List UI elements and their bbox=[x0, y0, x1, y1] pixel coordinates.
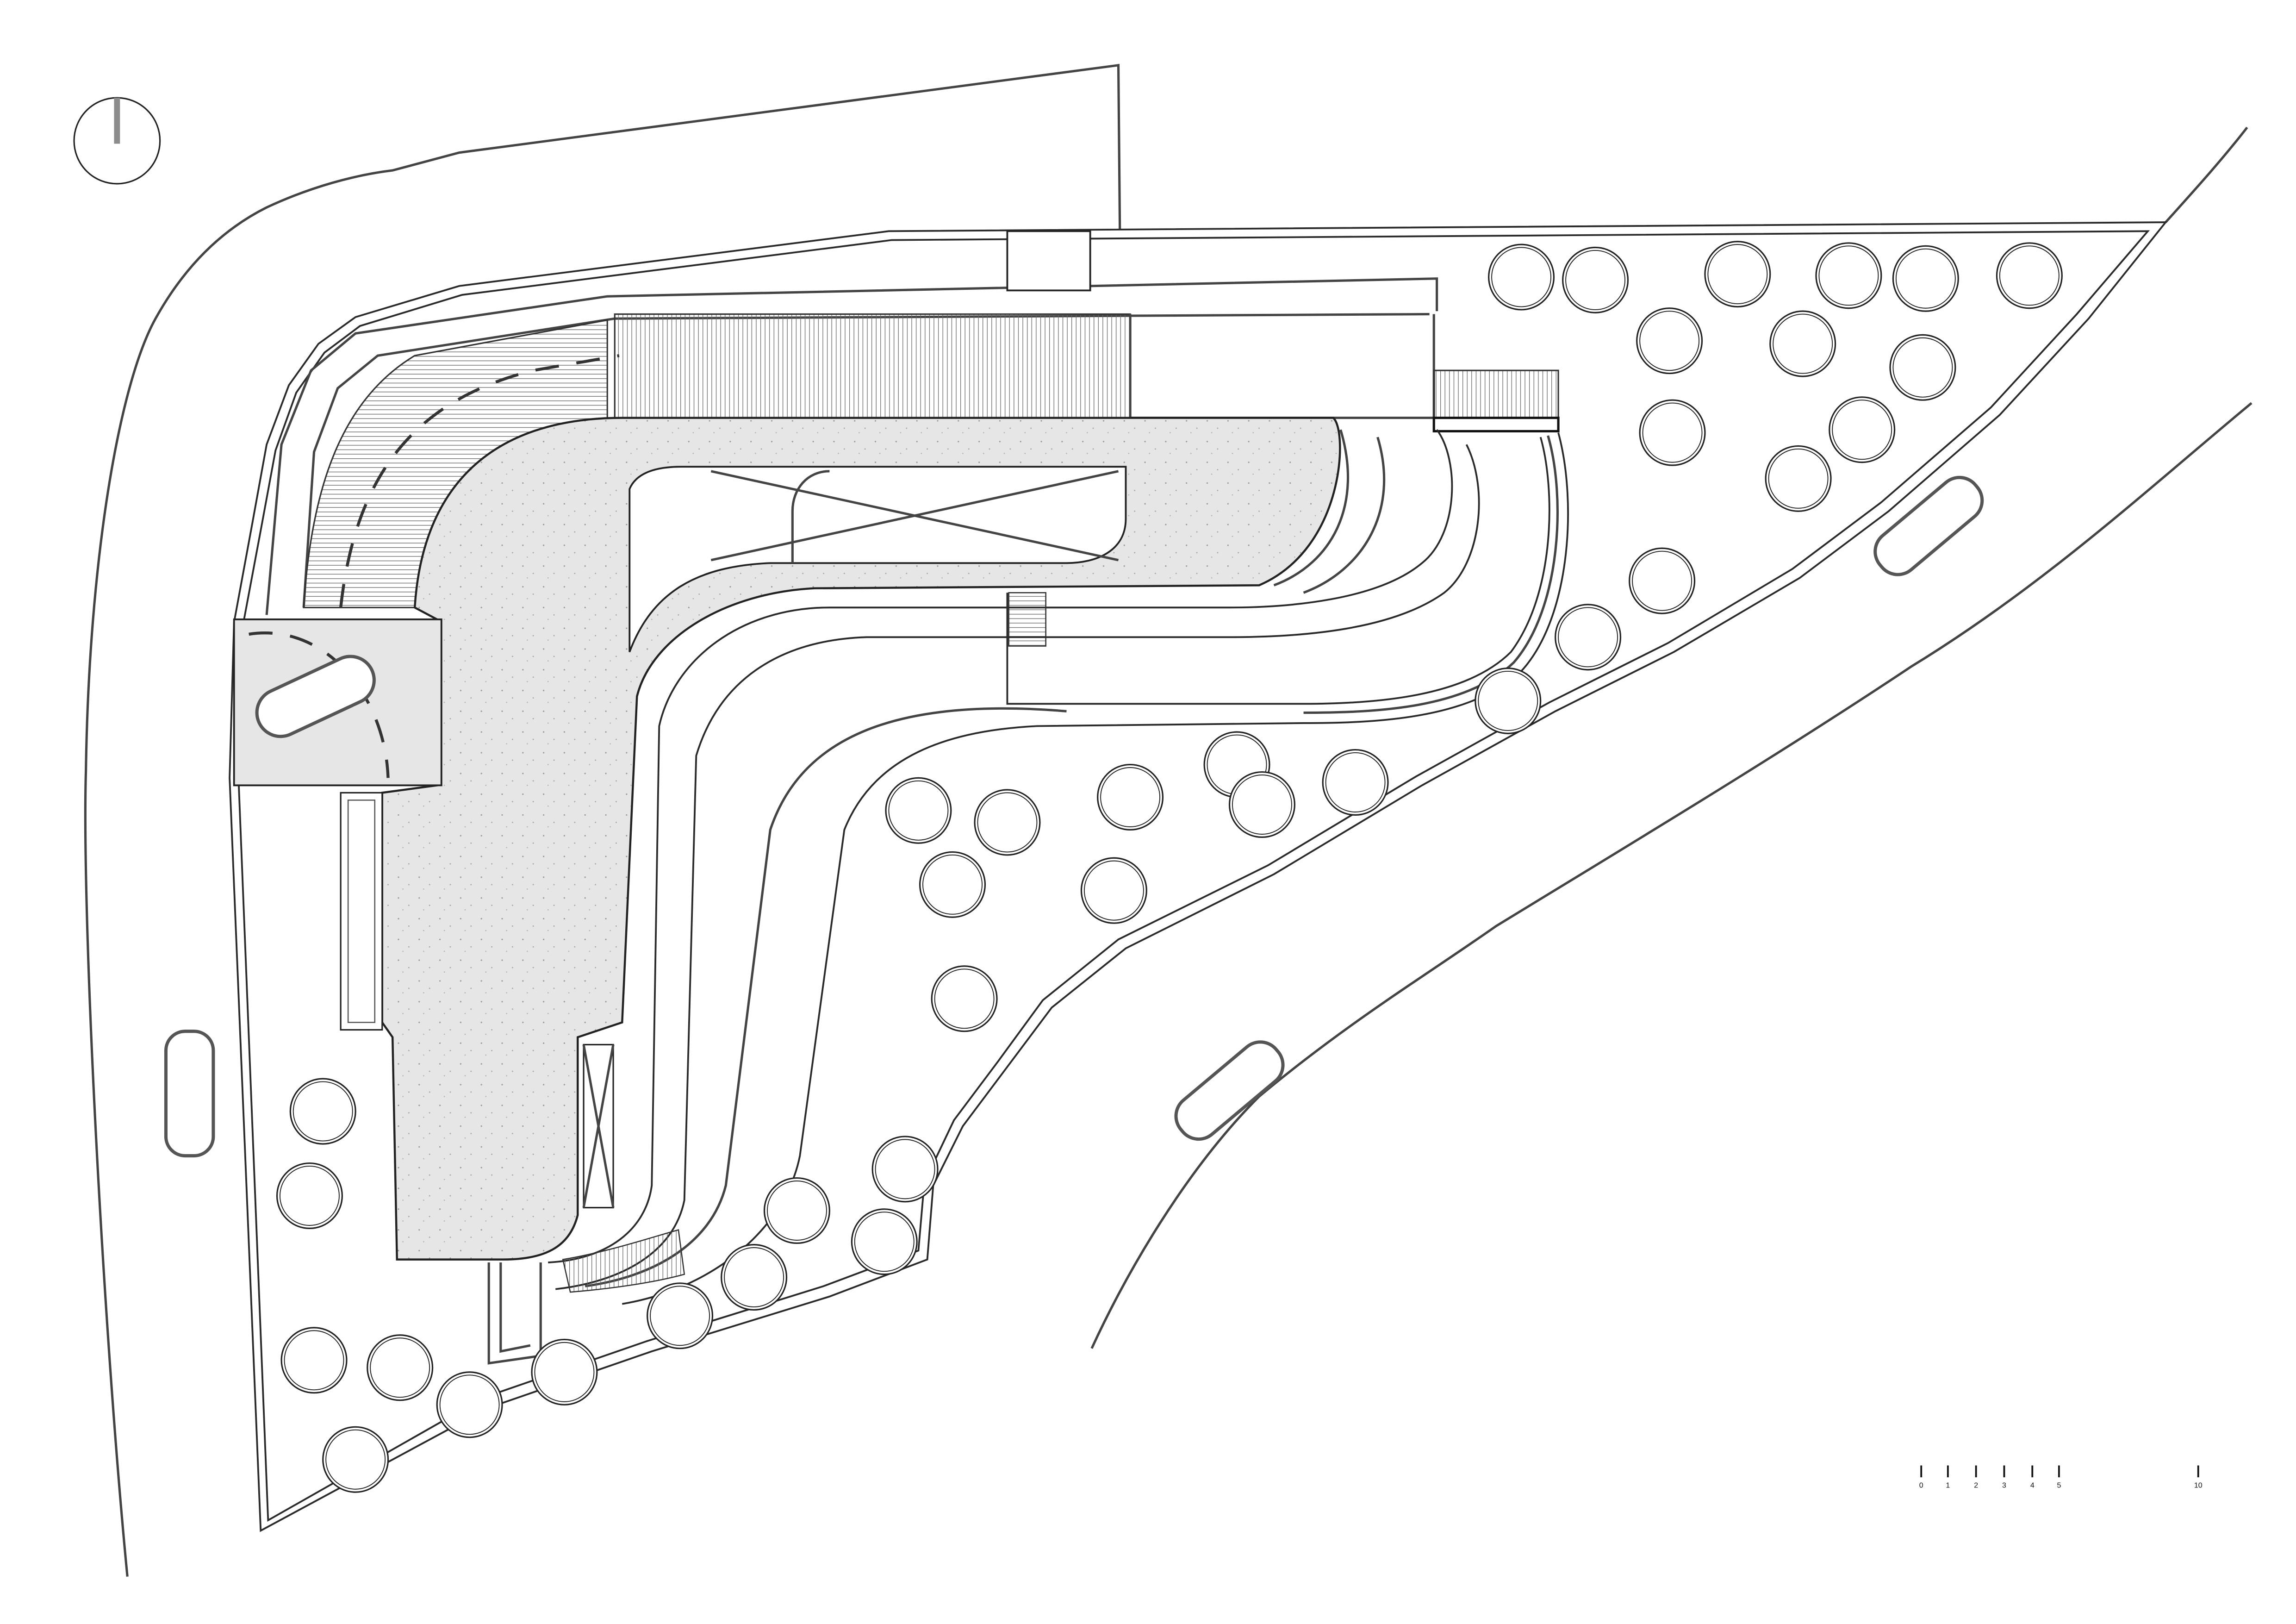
tree-icon bbox=[439, 1374, 500, 1435]
tree-icon bbox=[1555, 604, 1622, 671]
site-boundary bbox=[229, 221, 2168, 1532]
tree-icon bbox=[1996, 242, 2063, 309]
tree-icon bbox=[871, 1136, 939, 1203]
tree-icon bbox=[531, 1338, 598, 1405]
tree-icon bbox=[1639, 399, 1706, 466]
tree-icon bbox=[1080, 857, 1147, 924]
tree-icon bbox=[1707, 244, 1768, 305]
tree-icon bbox=[1892, 245, 1959, 312]
tree-icon bbox=[1895, 248, 1956, 309]
trees bbox=[276, 241, 2063, 1493]
scale-label: 0 bbox=[1919, 1482, 1923, 1490]
tree-icon bbox=[367, 1334, 434, 1401]
tree-icon bbox=[1889, 334, 1956, 401]
street-edges bbox=[84, 63, 2252, 1577]
curved-ramp-walls bbox=[487, 429, 1569, 1365]
tree-icon bbox=[1488, 244, 1555, 311]
tree-icon bbox=[1829, 396, 1896, 463]
scale-label: 10 bbox=[2194, 1482, 2203, 1490]
scale-label: 5 bbox=[2057, 1482, 2061, 1490]
tree-icon bbox=[1228, 771, 1295, 838]
tree-icon bbox=[647, 1282, 714, 1349]
tree-icon bbox=[1636, 307, 1703, 375]
tree-icon bbox=[534, 1342, 595, 1402]
car-icon bbox=[164, 475, 1984, 1158]
tree-icon bbox=[934, 968, 995, 1029]
tree-icon bbox=[292, 1081, 353, 1142]
tree-icon bbox=[1097, 763, 1164, 831]
tree-icon bbox=[1478, 670, 1538, 731]
tree-icon bbox=[1100, 767, 1161, 827]
tree-icon bbox=[650, 1286, 710, 1346]
tree-icon bbox=[322, 1426, 389, 1493]
tree-icon bbox=[1642, 402, 1703, 463]
tree-icon bbox=[1491, 247, 1552, 307]
tree-icon bbox=[922, 854, 983, 915]
tree-icon bbox=[325, 1429, 386, 1490]
tree-icon bbox=[1562, 246, 1629, 313]
tree-icon bbox=[289, 1078, 356, 1145]
tree-icon bbox=[1768, 448, 1829, 509]
tree-icon bbox=[974, 789, 1041, 856]
tree-icon bbox=[1815, 242, 1882, 309]
tree-icon bbox=[1558, 607, 1618, 668]
tree-icon bbox=[1325, 752, 1386, 812]
tree-icon bbox=[1629, 547, 1696, 614]
tree-icon bbox=[436, 1371, 503, 1438]
main-building bbox=[233, 417, 1341, 1261]
tree-icon bbox=[721, 1244, 788, 1311]
tree-icon bbox=[766, 1181, 827, 1241]
tree-icon bbox=[276, 1162, 343, 1230]
tree-icon bbox=[931, 965, 998, 1032]
tree-icon bbox=[1322, 749, 1389, 816]
tree-icon bbox=[1083, 860, 1144, 921]
tree-icon bbox=[763, 1177, 830, 1244]
tree-icon bbox=[1639, 311, 1700, 371]
tree-icon bbox=[1765, 445, 1832, 512]
tree-icon bbox=[919, 851, 986, 918]
tree-icon bbox=[1999, 245, 2060, 306]
tree-icon bbox=[1818, 245, 1879, 306]
north-arrow-icon bbox=[73, 97, 161, 185]
tree-icon bbox=[875, 1139, 935, 1199]
north-terrace bbox=[265, 230, 1438, 615]
tree-icon bbox=[1232, 775, 1292, 835]
tree-icon bbox=[370, 1337, 430, 1398]
tree-icon bbox=[1769, 310, 1836, 377]
tree-icon bbox=[1475, 667, 1542, 734]
tree-icon bbox=[851, 1208, 918, 1275]
tree-icon bbox=[1773, 313, 1833, 374]
tree-icon bbox=[1892, 337, 1953, 398]
tree-icon bbox=[854, 1212, 915, 1272]
tree-icon bbox=[284, 1330, 344, 1391]
scale-label: 1 bbox=[1946, 1482, 1950, 1490]
tree-icon bbox=[1632, 550, 1692, 611]
tree-icon bbox=[977, 792, 1038, 853]
scale-label: 3 bbox=[2002, 1482, 2006, 1490]
tree-icon bbox=[280, 1327, 348, 1394]
scale-bar: 0 1 2 3 4 5 10 bbox=[1919, 1465, 2203, 1490]
tree-icon bbox=[888, 780, 949, 841]
tree-icon bbox=[1832, 400, 1892, 460]
tree-icon bbox=[1565, 250, 1626, 310]
scale-label: 4 bbox=[2030, 1482, 2035, 1490]
scale-label: 2 bbox=[1974, 1482, 1978, 1490]
east-stair bbox=[1432, 369, 1560, 432]
tree-icon bbox=[885, 777, 952, 844]
tree-icon bbox=[279, 1166, 340, 1226]
tree-icon bbox=[1704, 241, 1771, 308]
tree-icon bbox=[724, 1247, 784, 1308]
